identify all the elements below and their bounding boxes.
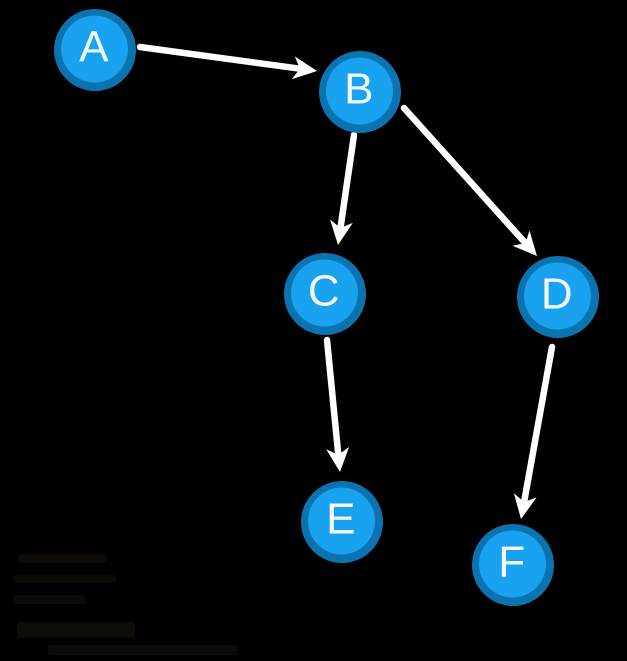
- node-c[interactable]: C: [284, 253, 366, 335]
- edge-arrowhead-icon: [291, 56, 317, 80]
- edge-line: [323, 336, 342, 459]
- edge-d-f: [513, 343, 556, 519]
- node-fill: [291, 259, 358, 327]
- edge-arrowhead-icon: [330, 219, 353, 245]
- edge-line: [136, 43, 304, 72]
- node-b[interactable]: B: [319, 51, 401, 133]
- edge-line: [400, 104, 529, 247]
- node-e[interactable]: E: [301, 481, 383, 563]
- node-a[interactable]: A: [54, 9, 136, 91]
- node-f[interactable]: F: [472, 524, 554, 606]
- node-fill: [308, 487, 375, 555]
- edge-b-c: [330, 131, 358, 245]
- edge-a-b: [136, 43, 317, 80]
- node-fill: [61, 15, 128, 83]
- node-d[interactable]: D: [517, 256, 599, 338]
- edge-b-d: [400, 104, 537, 256]
- edge-arrowhead-icon: [326, 447, 350, 472]
- node-fill: [326, 57, 393, 125]
- edge-line: [337, 131, 358, 232]
- edge-arrowhead-icon: [513, 493, 537, 519]
- edge-c-e: [323, 336, 350, 472]
- node-fill: [479, 530, 546, 598]
- edge-arrowhead-icon: [512, 230, 537, 256]
- node-fill: [524, 262, 591, 330]
- edge-line: [520, 343, 556, 506]
